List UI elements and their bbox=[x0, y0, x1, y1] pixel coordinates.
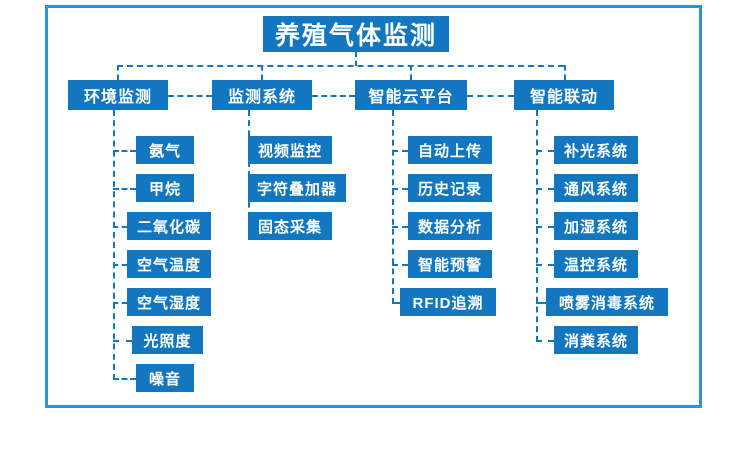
connector-c4-leaf-3 bbox=[536, 226, 554, 228]
connector-c3-leaf-2 bbox=[392, 188, 408, 190]
connector-branch-link-1-2 bbox=[168, 95, 212, 97]
branch-node-monitoring-system: 监测系统 bbox=[212, 80, 312, 110]
branch-node-smart-linkage: 智能联动 bbox=[514, 80, 614, 110]
connector-c4-leaf-5 bbox=[536, 302, 546, 304]
connector-branch-bus bbox=[117, 65, 564, 67]
connector-c3-leaf-5 bbox=[392, 302, 400, 304]
leaf-node-supplemental-lighting: 补光系统 bbox=[554, 136, 638, 164]
leaf-node-manure-removal-system: 消粪系统 bbox=[554, 326, 638, 354]
connector-root-stem bbox=[355, 52, 357, 66]
leaf-node-auto-upload: 自动上传 bbox=[408, 136, 492, 164]
connector-branch-link-2-3 bbox=[312, 95, 355, 97]
branch-node-environment-monitoring: 环境监测 bbox=[68, 80, 168, 110]
connector-branch-drop-3 bbox=[410, 65, 412, 80]
leaf-node-ventilation-system: 通风系统 bbox=[554, 174, 638, 202]
leaf-node-character-overlay: 字符叠加器 bbox=[248, 174, 346, 202]
leaf-node-rfid-traceability: RFID追溯 bbox=[400, 288, 496, 316]
leaf-node-air-temperature: 空气温度 bbox=[127, 250, 211, 278]
connector-column-3-spine bbox=[392, 110, 394, 304]
leaf-node-spray-disinfection-system: 喷雾消毒系统 bbox=[546, 288, 668, 316]
leaf-node-air-humidity: 空气湿度 bbox=[127, 288, 211, 316]
leaf-node-illuminance: 光照度 bbox=[132, 326, 203, 354]
connector-branch-drop-2 bbox=[261, 65, 263, 80]
connector-c1-leaf-2 bbox=[113, 188, 136, 190]
connector-c3-leaf-1 bbox=[392, 150, 408, 152]
connector-column-1-spine bbox=[113, 110, 115, 380]
connector-c4-leaf-2 bbox=[536, 188, 554, 190]
connector-branch-drop-4 bbox=[564, 65, 566, 80]
connector-c1-leaf-4 bbox=[113, 264, 127, 266]
connector-c4-leaf-1 bbox=[536, 150, 554, 152]
connector-c4-leaf-4 bbox=[536, 264, 554, 266]
leaf-node-ammonia: 氨气 bbox=[136, 136, 194, 164]
leaf-node-history-record: 历史记录 bbox=[408, 174, 492, 202]
leaf-node-carbon-dioxide: 二氧化碳 bbox=[127, 212, 211, 240]
connector-c3-leaf-3 bbox=[392, 226, 408, 228]
connector-c1-leaf-6 bbox=[113, 340, 132, 342]
connector-c3-leaf-4 bbox=[392, 264, 408, 266]
leaf-node-noise: 噪音 bbox=[136, 364, 194, 392]
leaf-node-temperature-control-system: 温控系统 bbox=[554, 250, 638, 278]
connector-column-2-spine bbox=[248, 110, 250, 228]
connector-c1-leaf-3 bbox=[113, 226, 127, 228]
connector-branch-drop-1 bbox=[117, 65, 119, 80]
connector-branch-link-3-4 bbox=[467, 95, 514, 97]
connector-c4-leaf-6 bbox=[536, 340, 554, 342]
connector-c1-leaf-7 bbox=[113, 378, 136, 380]
leaf-node-humidification-system: 加湿系统 bbox=[554, 212, 638, 240]
leaf-node-data-analysis: 数据分析 bbox=[408, 212, 492, 240]
leaf-node-video-surveillance: 视频监控 bbox=[248, 136, 332, 164]
branch-node-cloud-platform: 智能云平台 bbox=[355, 80, 467, 110]
leaf-node-methane: 甲烷 bbox=[136, 174, 194, 202]
connector-c1-leaf-5 bbox=[113, 302, 127, 304]
connector-c1-leaf-1 bbox=[113, 150, 136, 152]
leaf-node-solid-state-collection: 固态采集 bbox=[248, 212, 332, 240]
leaf-node-smart-alert: 智能预警 bbox=[408, 250, 492, 278]
root-node-title: 养殖气体监测 bbox=[263, 16, 449, 52]
